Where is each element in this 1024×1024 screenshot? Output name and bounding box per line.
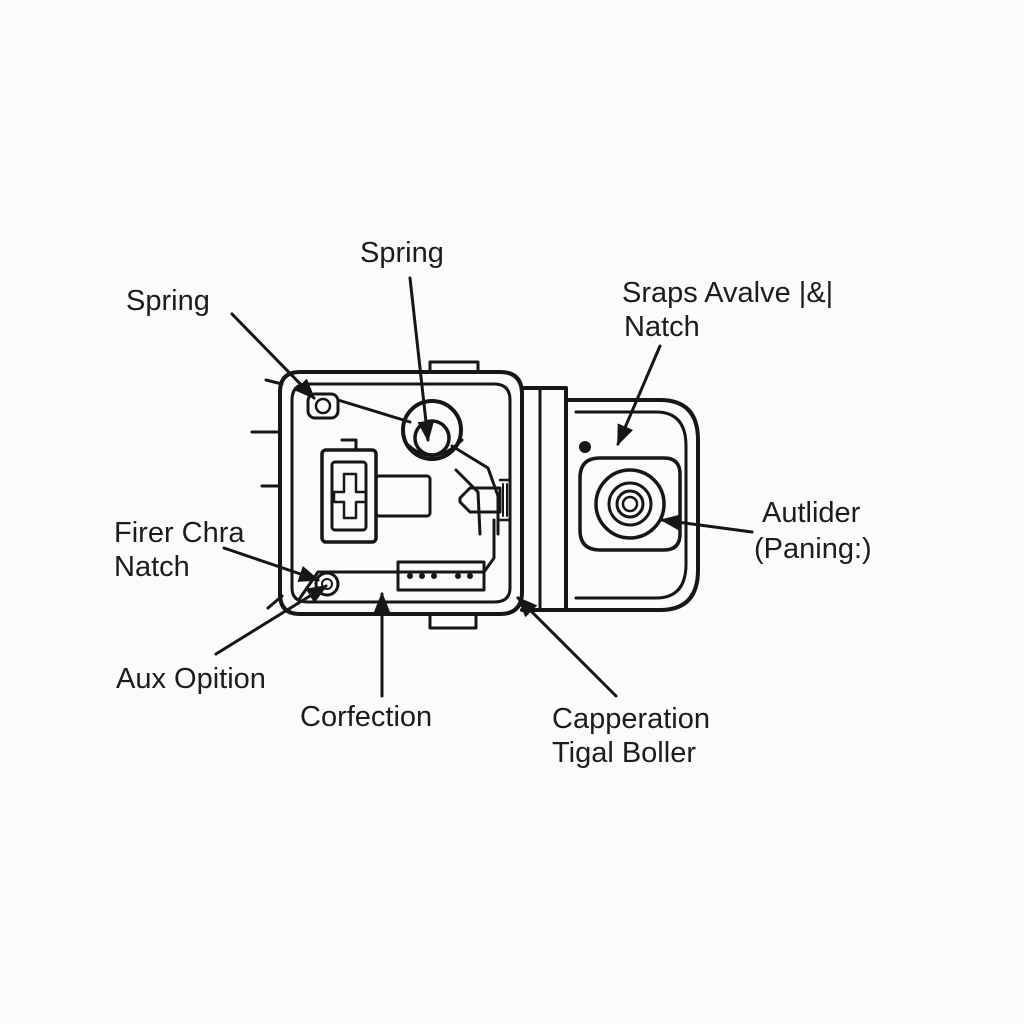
label-firer-chra: Firer Chra: [114, 517, 245, 549]
device-body: [250, 360, 700, 630]
leader-capperation: [516, 596, 618, 698]
leader-firer-natch: [222, 546, 320, 582]
leader-aux-option: [214, 584, 328, 656]
leader-spring-top: [408, 276, 435, 443]
label-tigal-boller: Tigal Boller: [552, 737, 696, 769]
labels: Spring Spring Sraps Avalve |&| Natch Fir…: [114, 237, 872, 769]
leader-autlider: [659, 514, 754, 534]
label-autlider: Autlider: [762, 497, 861, 529]
label-aux-option: Aux Opition: [116, 663, 266, 695]
label-spring-top: Spring: [360, 237, 444, 269]
label-spring-left: Spring: [126, 285, 210, 317]
leader-lines: [214, 276, 754, 698]
label-corfection: Corfection: [300, 701, 432, 733]
label-sraps-natch: Natch: [624, 311, 700, 343]
label-sraps-avalve: Sraps Avalve |&|: [622, 277, 833, 309]
leader-sraps-natch: [616, 344, 662, 446]
leader-spring-left: [230, 312, 316, 400]
label-paning: (Paning:): [754, 533, 872, 565]
label-capperation: Capperation: [552, 703, 710, 735]
label-firer-natch: Natch: [114, 551, 190, 583]
